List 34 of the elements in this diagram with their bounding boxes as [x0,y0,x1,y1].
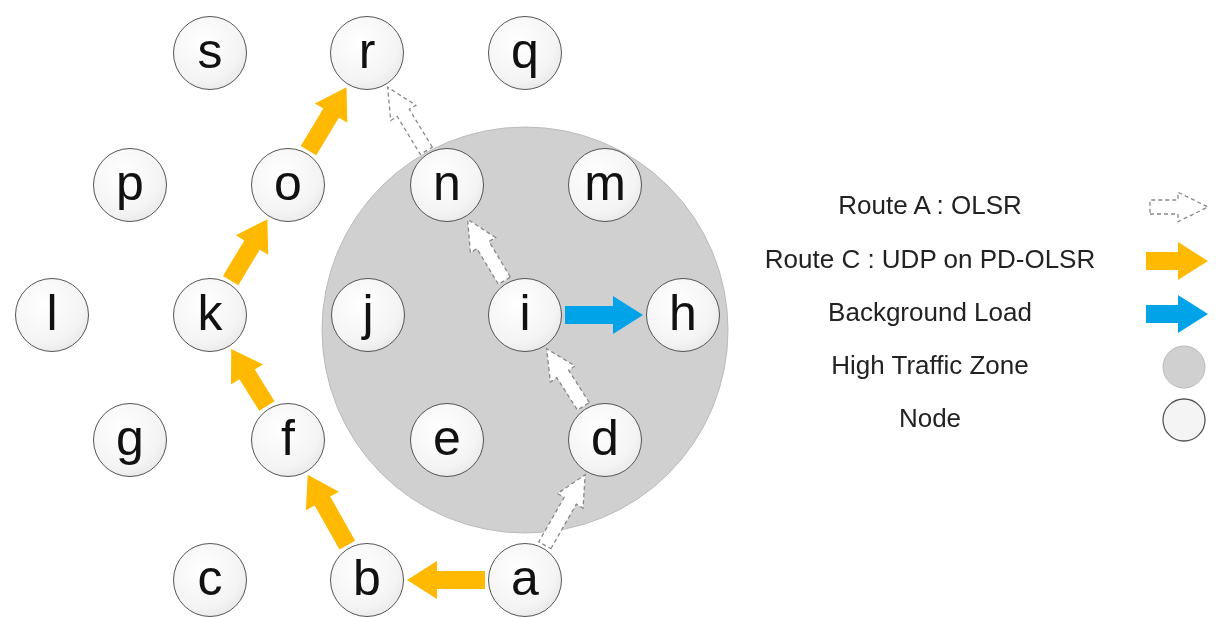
node-label: g [116,413,144,463]
arrow [222,219,269,286]
arrow [300,87,348,156]
node-label: k [197,288,223,338]
node-label: i [519,288,531,338]
node-label: m [584,158,626,208]
arrow [407,561,485,599]
node-label: p [116,158,144,208]
arrow [466,218,512,286]
arrow [231,348,275,411]
node-label: b [353,553,381,603]
legend-label: High Traffic Zone [831,350,1029,381]
node-label: f [281,413,295,463]
node-label: q [511,26,539,76]
node-label: n [433,158,461,208]
arrow [386,85,434,156]
node-label: s [197,26,223,76]
arrow [565,296,643,334]
node-label: e [433,413,461,463]
node-label: c [197,553,223,603]
node-label: a [511,553,539,603]
node-label: r [358,26,376,76]
legend-label: Background Load [828,297,1032,328]
node-label: h [669,288,697,338]
legend-label: Node [898,403,962,434]
legend-label: Route A : OLSR [838,190,1022,221]
arrow [537,473,586,550]
arrow [545,347,591,411]
arrow [305,474,356,550]
legend-label: Route C : UDP on PD-OLSR [764,244,1096,275]
node-label: j [362,288,374,338]
node-label: d [591,413,619,463]
node-label: o [274,158,302,208]
node-label: l [46,288,58,338]
